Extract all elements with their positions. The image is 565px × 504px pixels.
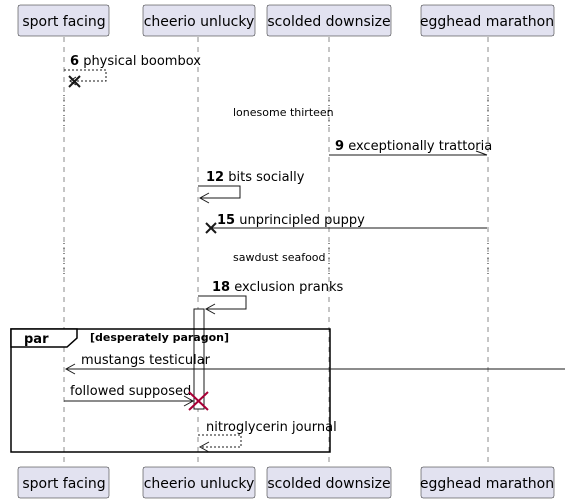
participant-top-cheerio-unlucky: cheerio unlucky <box>142 4 256 37</box>
divider-label: lonesome thirteen <box>233 106 334 119</box>
participant-label: sport facing <box>22 476 105 492</box>
svg-text:followed supposed: followed supposed <box>70 384 191 399</box>
svg-text:12 bits socially: 12 bits socially <box>206 170 305 185</box>
participant-label: cheerio unlucky <box>144 476 255 492</box>
participant-bottom-egghead-marathon: egghead marathon <box>420 466 555 499</box>
svg-text:9 exceptionally trattoria: 9 exceptionally trattoria <box>335 139 492 154</box>
participant-label: sport facing <box>22 14 105 30</box>
participant-label: scolded downsize <box>267 476 390 492</box>
svg-text:15 unprincipled puppy: 15 unprincipled puppy <box>217 213 365 228</box>
svg-text:nitroglycerin journal: nitroglycerin journal <box>206 420 337 435</box>
participant-bottom-cheerio-unlucky: cheerio unlucky <box>142 466 256 499</box>
participant-top-egghead-marathon: egghead marathon <box>420 4 555 37</box>
message-text: 6 physical boombox <box>70 54 201 69</box>
participant-label: scolded downsize <box>267 14 390 30</box>
fragment-operator: par <box>24 332 49 347</box>
svg-text:18 exclusion pranks: 18 exclusion pranks <box>212 280 344 295</box>
destroy-icon <box>68 75 81 88</box>
activation-bar <box>193 308 205 410</box>
participant-label: egghead marathon <box>420 14 554 30</box>
participant-bottom-scolded-downsize: scolded downsize <box>266 466 392 499</box>
fragment-guard: [desperately paragon] <box>90 331 229 344</box>
svg-text:mustangs testicular: mustangs testicular <box>81 353 211 368</box>
message-9: 9 exceptionally trattoria <box>329 139 492 156</box>
par-fragment: par [desperately paragon] <box>10 328 331 453</box>
message-followed: followed supposed <box>64 384 195 407</box>
participant-label: cheerio unlucky <box>144 14 255 30</box>
message-nitroglycerin: nitroglycerin journal <box>198 420 337 453</box>
divider-label: sawdust seafood <box>233 251 326 264</box>
destroy-icon <box>205 222 217 234</box>
message-18: 18 exclusion pranks <box>198 280 344 315</box>
message-mustangs: mustangs testicular <box>64 353 565 375</box>
destroy-icon <box>188 391 209 411</box>
message-6: 6 physical boombox <box>64 54 201 86</box>
participant-top-sport-facing: sport facing <box>17 4 110 37</box>
participant-label: egghead marathon <box>420 476 554 492</box>
message-12: 12 bits socially <box>198 170 305 204</box>
message-15: 15 unprincipled puppy <box>210 213 487 229</box>
participant-bottom-sport-facing: sport facing <box>17 466 110 499</box>
participant-top-scolded-downsize: scolded downsize <box>266 4 392 37</box>
